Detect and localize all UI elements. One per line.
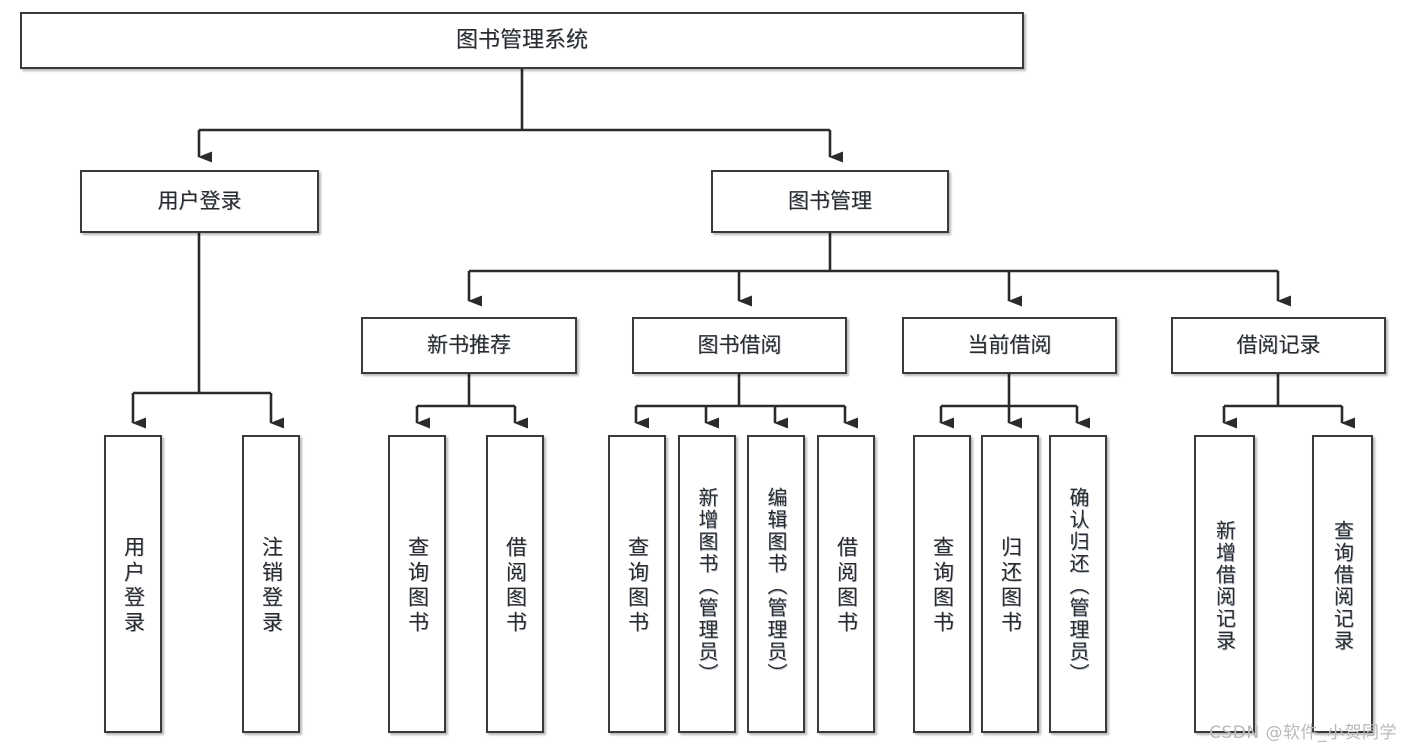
node-root-system[interactable]: 图书管理系统 — [20, 12, 1024, 69]
node-label: 借阅图书 — [503, 536, 528, 636]
node-new-book-recommend[interactable]: 新书推荐 — [361, 317, 577, 374]
node-label: 查询图书 — [625, 536, 650, 636]
leaf-new-book-query[interactable]: 查询图书 — [388, 435, 446, 733]
node-label: 借阅记录 — [1236, 333, 1321, 358]
node-borrow-record[interactable]: 借阅记录 — [1171, 317, 1386, 374]
leaf-current-query-book[interactable]: 查询图书 — [913, 435, 971, 733]
node-label: 图书管理系统 — [455, 27, 588, 53]
node-book-management[interactable]: 图书管理 — [711, 170, 949, 233]
leaf-borrow-edit-book-admin[interactable]: 编辑图书（管理员） — [747, 435, 805, 733]
leaf-borrow-borrow-book[interactable]: 借阅图书 — [817, 435, 875, 733]
node-user-login[interactable]: 用户登录 — [80, 170, 319, 233]
leaf-record-query-record[interactable]: 查询借阅记录 — [1312, 435, 1373, 733]
node-label: 查询借阅记录 — [1330, 520, 1355, 652]
watermark-text: CSDN @软件_小贺同学 — [1209, 723, 1397, 743]
node-label: 查询图书 — [930, 536, 955, 636]
node-label: 归还图书 — [998, 536, 1023, 636]
node-current-borrow[interactable]: 当前借阅 — [902, 317, 1117, 374]
leaf-current-return-book[interactable]: 归还图书 — [981, 435, 1039, 733]
node-label: 查询图书 — [405, 536, 430, 636]
node-book-borrow[interactable]: 图书借阅 — [632, 317, 847, 374]
node-label: 编辑图书（管理员） — [764, 487, 788, 685]
node-label: 用户登录 — [121, 536, 146, 636]
node-label: 确认归还（管理员） — [1066, 487, 1090, 685]
leaf-current-confirm-return-admin[interactable]: 确认归还（管理员） — [1049, 435, 1107, 733]
node-label: 新增图书（管理员） — [695, 487, 719, 685]
node-label: 用户登录 — [157, 189, 242, 214]
leaf-borrow-query-book[interactable]: 查询图书 — [608, 435, 666, 733]
node-label: 图书借阅 — [697, 333, 782, 358]
leaf-borrow-add-book-admin[interactable]: 新增图书（管理员） — [678, 435, 736, 733]
node-label: 注销登录 — [259, 536, 284, 636]
node-label: 新增借阅记录 — [1212, 520, 1237, 652]
node-label: 新书推荐 — [427, 333, 511, 358]
leaf-user-login-login[interactable]: 用户登录 — [104, 435, 162, 733]
node-label: 借阅图书 — [834, 536, 859, 636]
leaf-user-login-logout[interactable]: 注销登录 — [242, 435, 300, 733]
leaf-record-add-record[interactable]: 新增借阅记录 — [1194, 435, 1255, 733]
node-label: 图书管理 — [788, 189, 872, 214]
leaf-new-book-borrow[interactable]: 借阅图书 — [486, 435, 544, 733]
node-label: 当前借阅 — [967, 333, 1052, 358]
